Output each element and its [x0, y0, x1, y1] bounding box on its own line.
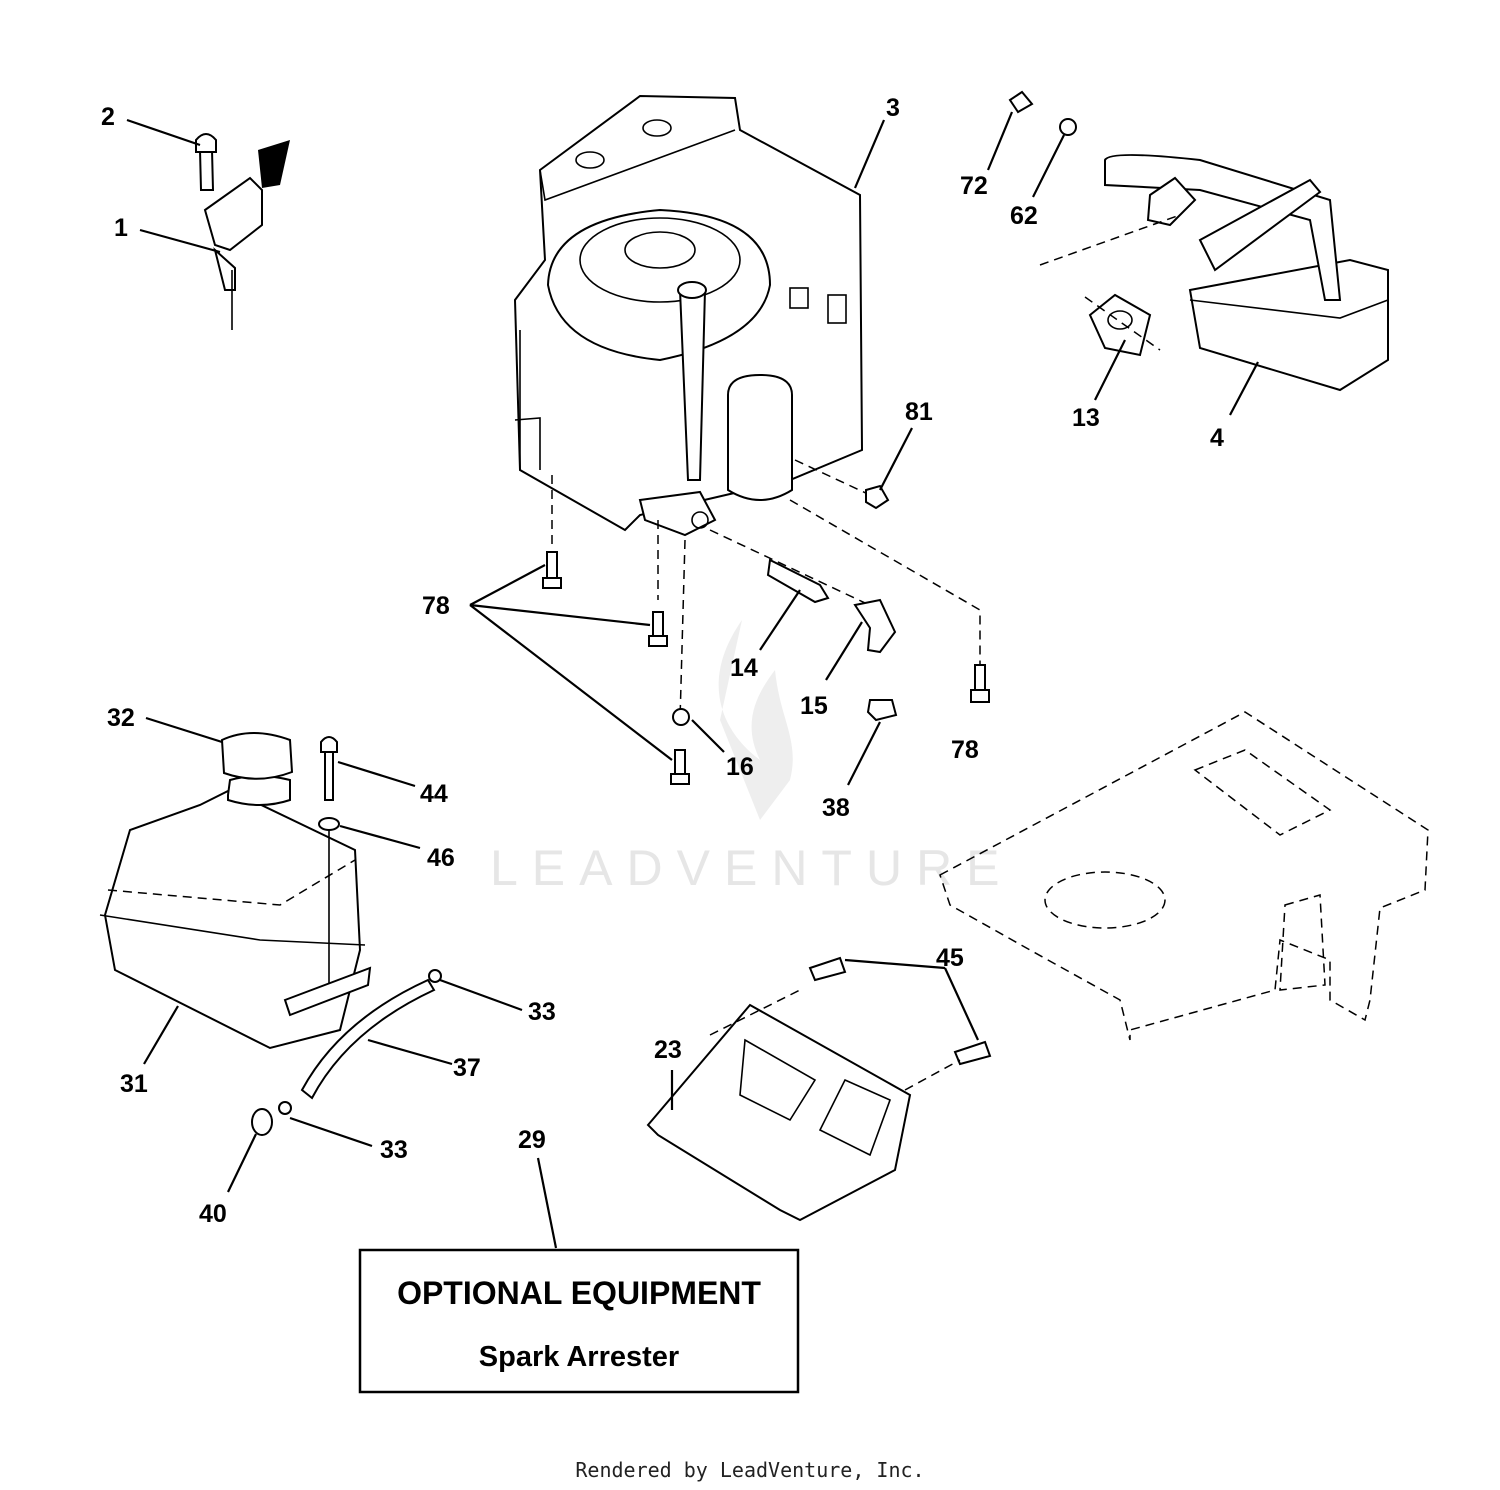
callout-label: 45 — [936, 944, 964, 972]
callout-label: 33 — [528, 998, 556, 1026]
callout-label: 37 — [453, 1054, 481, 1082]
watermark-text: LEADVENTURE — [490, 840, 1014, 896]
optional-equipment-box: OPTIONAL EQUIPMENT Spark Arrester — [358, 1248, 800, 1394]
engine — [513, 94, 864, 537]
callout-label: 15 — [800, 692, 828, 720]
callout-label: 81 — [905, 398, 933, 426]
callout-label: 23 — [654, 1036, 682, 1064]
callout-label: 13 — [1072, 404, 1100, 432]
callout-label: 62 — [1010, 202, 1038, 230]
callout-label: 33 — [380, 1136, 408, 1164]
callout-labels: 2 1 3 4 13 72 62 81 78 14 15 16 38 78 32… — [101, 94, 1259, 1249]
callout-label: 14 — [730, 654, 758, 682]
callout-label: 32 — [107, 704, 135, 732]
callout-label: 78 — [422, 592, 450, 620]
callout-label: 40 — [199, 1200, 227, 1228]
callout-label: 16 — [726, 753, 754, 781]
callout-label: 46 — [427, 844, 455, 872]
callout-label: 29 — [518, 1126, 546, 1154]
callout-label: 2 — [101, 103, 115, 131]
callout-label: 1 — [114, 214, 128, 242]
callout-label: 72 — [960, 172, 988, 200]
heat-shield — [646, 956, 992, 1222]
callout-label: 4 — [1210, 424, 1224, 452]
fuel-tank — [99, 732, 442, 1136]
callout-label: 3 — [886, 94, 900, 122]
callout-label: 78 — [951, 736, 979, 764]
watermark: LEADVENTURE — [490, 620, 1014, 896]
spark-arrester-label: Spark Arrester — [479, 1341, 679, 1373]
throttle-control — [195, 133, 290, 330]
optional-equipment-title: OPTIONAL EQUIPMENT — [397, 1275, 761, 1311]
tractor-frame — [939, 711, 1429, 1041]
callout-label: 31 — [120, 1070, 148, 1098]
callout-label: 38 — [822, 794, 850, 822]
muffler — [1008, 90, 1389, 392]
engine-hardware — [542, 459, 990, 785]
footer-credit: Rendered by LeadVenture, Inc. — [575, 1458, 925, 1482]
callout-label: 44 — [420, 780, 448, 808]
